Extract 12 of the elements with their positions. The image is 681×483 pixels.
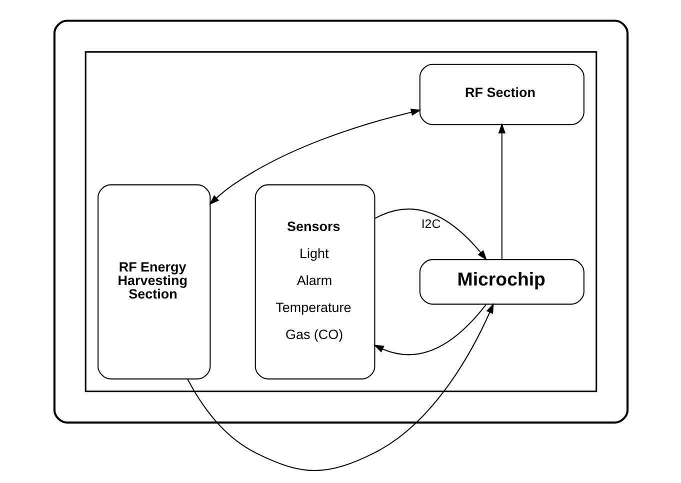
arrow	[186, 302, 494, 472]
arrow	[208, 108, 421, 205]
arrow	[373, 304, 486, 356]
node-box: Microchip	[418, 259, 584, 305]
edge-label: I2C	[420, 216, 440, 231]
arrow	[374, 208, 487, 260]
arrow	[498, 123, 506, 260]
node-box: RF Section	[418, 64, 584, 126]
node-box: RF Energy Harvesting Section	[97, 184, 210, 380]
node-box: Sensors Light Alarm Temperature Gas (CO)	[254, 184, 375, 380]
cluster	[52, 20, 628, 424]
cluster	[84, 51, 597, 392]
